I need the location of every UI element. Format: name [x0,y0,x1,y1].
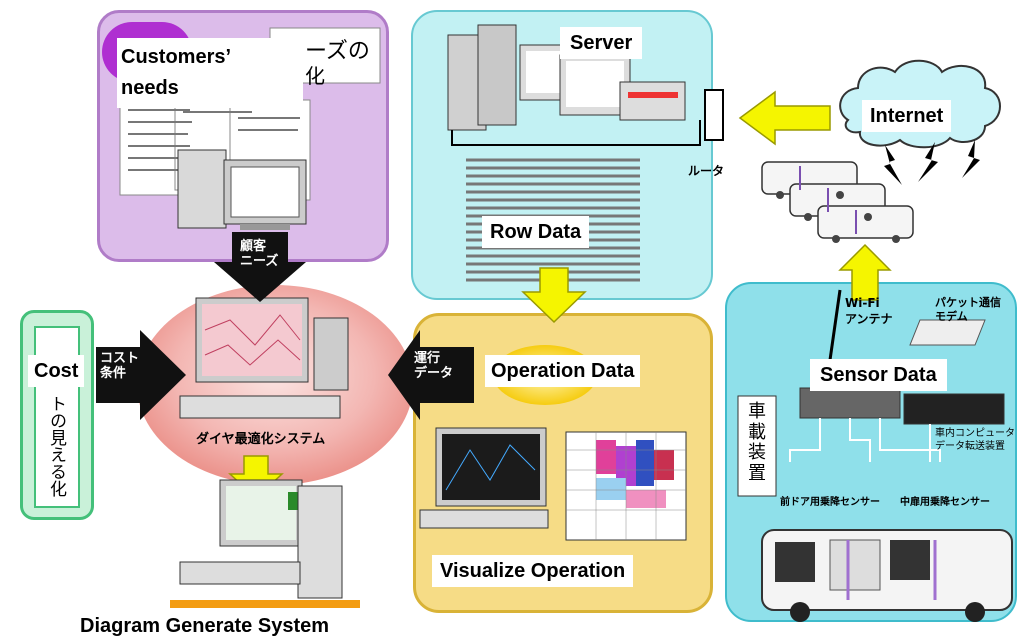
wireless-lightning [884,140,980,185]
onboard-sensor-devices [737,289,1013,622]
wifi-antenna-text: Wi-Fi アンテナ [845,296,893,326]
row-data-label: Row Data [482,216,590,248]
rowdata-to-operation-arrow [521,267,587,324]
operation-visual-computers [419,427,687,541]
diagram-system-name: ダイヤ最適化システム [196,432,326,447]
sensor-data-label: Sensor Data [810,359,947,391]
visualize-operation-label: Visualize Operation [432,555,634,587]
cost-conditions-arrow [96,330,186,420]
diagram-generate-computer [170,479,360,608]
cost-label: Cost [28,355,85,387]
internet-label: Internet [862,100,952,132]
front-door-sensor-text: 前ドア用乗降センサー [780,497,880,508]
customer-needs-arrow [214,232,306,302]
operation-data-arrow-text: 運行 データ [414,351,454,381]
cost-visualization-text: トの見える化 [46,395,66,497]
diagram-generate-system-label: Diagram Generate System [80,615,330,637]
onboard-device-text: 車 載 装 置 [748,401,766,485]
internet-to-server-arrow [738,90,831,146]
onboard-computer-text: 車内コンピュータ データ転送装置 [935,428,1015,452]
needs-box-text-1: ーズの [305,39,370,64]
operation-data-arrow [388,330,474,420]
middle-door-sensor-text: 中扉用乗降センサー [900,497,990,508]
operation-data-label: Operation Data [485,355,641,387]
sensor-to-bus-arrow [838,243,892,301]
packet-modem-text: パケット通信 モデム [935,296,1001,324]
bus-fleet [761,161,914,243]
needs-box-text-2: 化 [305,64,325,88]
optimization-computer [179,297,349,419]
server-label: Server [560,27,643,59]
customer-needs-arrow-text: 顧客 ニーズ [240,239,279,269]
needs-computer [177,149,307,230]
router-label: ルータ [688,164,725,178]
customers-needs-label: Customers’ needs [117,38,303,108]
cost-conditions-arrow-text: コスト 条件 [100,351,140,381]
